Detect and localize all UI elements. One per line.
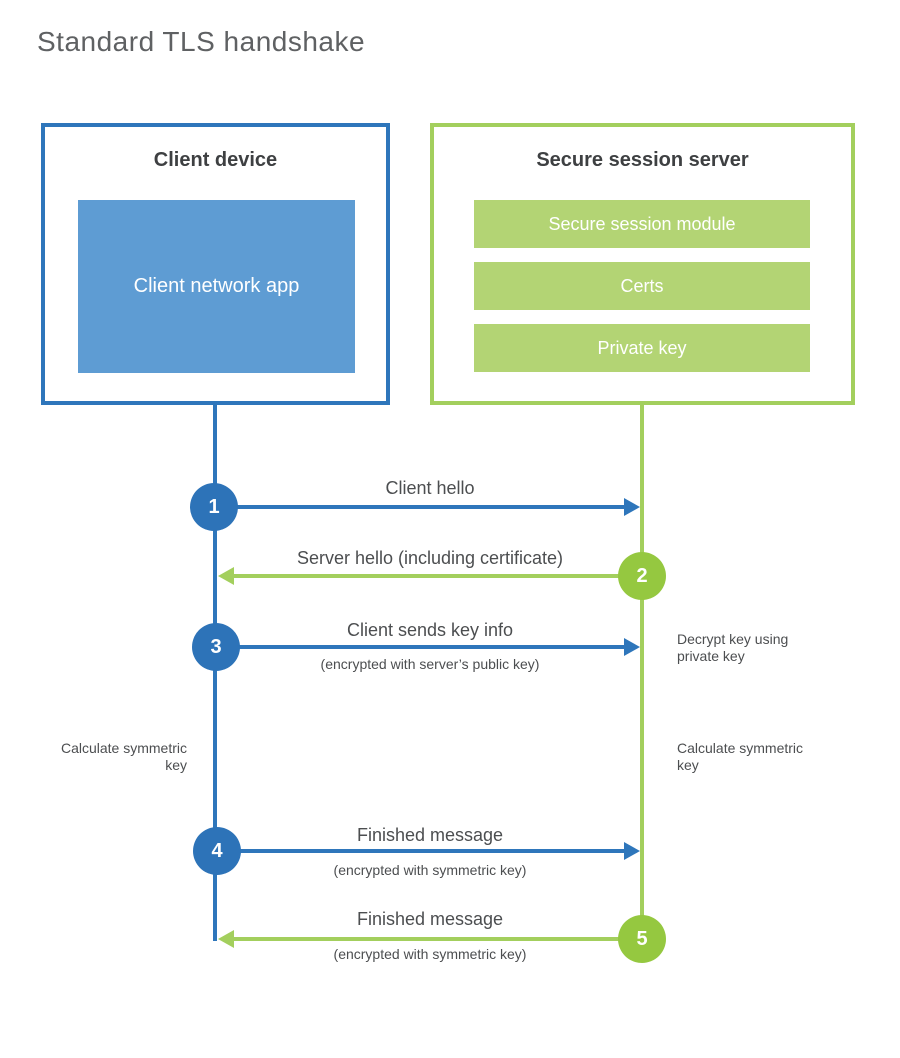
server-modules-list: Secure session module Certs Private key bbox=[474, 200, 810, 372]
step5-sublabel: (encrypted with symmetric key) bbox=[333, 946, 527, 962]
step1-arrow bbox=[217, 505, 624, 509]
secure-session-server-title: Secure session server bbox=[536, 149, 749, 171]
step5-badge: 5 bbox=[618, 915, 666, 963]
step2-arrowhead bbox=[218, 567, 234, 585]
step4-arrow bbox=[220, 849, 624, 853]
client-device-title: Client device bbox=[153, 149, 278, 171]
step4-label: Finished message bbox=[356, 825, 504, 845]
note-calculate-symmetric-key-server: Calculate symmetric key bbox=[677, 740, 804, 773]
step2-label: Server hello (including certificate) bbox=[296, 548, 564, 568]
note-decrypt-key: Decrypt key using private key bbox=[677, 631, 789, 664]
page-title: Standard TLS handshake bbox=[37, 26, 366, 57]
step1-arrowhead bbox=[624, 498, 640, 516]
note-calculate-symmetric-key-client: Calculate symmetric key bbox=[60, 740, 187, 773]
step4-arrowhead bbox=[624, 842, 640, 860]
client-lifeline bbox=[213, 405, 217, 941]
server-lifeline bbox=[640, 405, 644, 939]
step1-label: Client hello bbox=[385, 478, 475, 498]
step3-arrow bbox=[219, 645, 624, 649]
client-network-app-box: Client network app bbox=[78, 200, 355, 373]
step3-arrowhead bbox=[624, 638, 640, 656]
step4-badge: 4 bbox=[193, 827, 241, 875]
step2-arrow bbox=[234, 574, 642, 578]
step5-arrowhead bbox=[218, 930, 234, 948]
step5-arrow bbox=[234, 937, 642, 941]
step3-sublabel: (encrypted with server’s public key) bbox=[320, 656, 540, 672]
module-certs: Certs bbox=[474, 262, 810, 310]
step3-badge: 3 bbox=[192, 623, 240, 671]
step1-badge: 1 bbox=[190, 483, 238, 531]
step4-sublabel: (encrypted with symmetric key) bbox=[333, 862, 527, 878]
client-network-app-label: Client network app bbox=[133, 275, 300, 297]
step2-badge: 2 bbox=[618, 552, 666, 600]
module-private-key: Private key bbox=[474, 324, 810, 372]
client-device-box: Client device Client network app bbox=[41, 123, 390, 405]
step5-label: Finished message bbox=[356, 909, 504, 929]
module-secure-session-module: Secure session module bbox=[474, 200, 810, 248]
secure-session-server-box: Secure session server Secure session mod… bbox=[430, 123, 855, 405]
step3-label: Client sends key info bbox=[346, 620, 514, 640]
